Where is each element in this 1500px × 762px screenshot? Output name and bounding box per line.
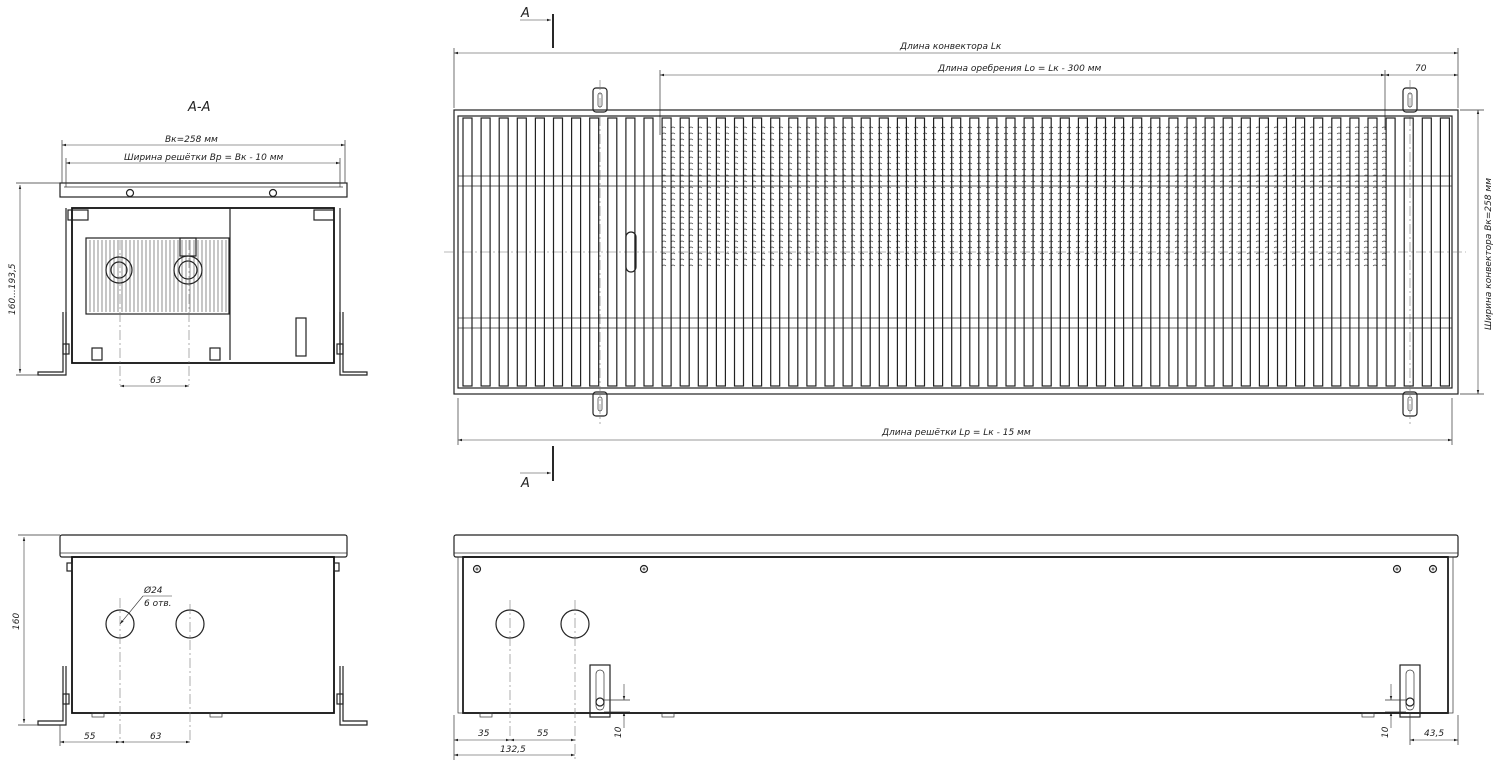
section-title: А-А (187, 100, 210, 115)
dim-height-range-text: 160...193,5 (8, 263, 18, 315)
dim-grille-width-text: Ширина решётки Вр = Вк - 10 мм (124, 153, 284, 163)
dim-fin-length-text: Длина оребрения Lо = Lк - 300 мм (937, 64, 1101, 74)
hole-count-text: 6 отв. (144, 599, 172, 609)
grille-screw-left (125, 188, 135, 198)
dim-bk-text: Вк=258 мм (165, 135, 218, 145)
exchanger-fins (89, 240, 227, 312)
front-bracket-left (589, 664, 611, 718)
dim-pipe-spacing-text: 63 (150, 376, 162, 386)
plan-view: А А Длина конвектора Lк Длина оребрения … (444, 6, 1494, 491)
front-top-screws (472, 564, 1438, 574)
section-view-aa: А-А Вк=258 мм Шири (8, 100, 368, 388)
grille-handle (625, 231, 637, 273)
front-body (462, 556, 1449, 714)
grille-bars (462, 117, 1451, 387)
dim-side-55-text: 55 (84, 732, 96, 742)
section-tray (71, 207, 335, 364)
front-view: 35 55 132,5 10 10 43,5 (453, 534, 1459, 760)
dim-side-63-text: 63 (150, 732, 162, 742)
grille-screw-right (268, 188, 278, 198)
dim-convector-length-text: Длина конвектора Lк (899, 42, 1002, 52)
heat-exchanger (85, 237, 230, 315)
hole-diameter-text: Ø24 (143, 585, 163, 596)
section-marker-bottom: А (520, 476, 530, 491)
dim-grille-length-text: Длина решётки Lр = Lк - 15 мм (881, 428, 1031, 438)
side-view: Ø24 6 отв. 160 55 63 (12, 534, 368, 746)
dim-convector-width-text: Ширина конвектора Вк=258 мм (1484, 178, 1494, 330)
dim-front-132-text: 132,5 (500, 745, 526, 755)
dim-front-35-text: 35 (478, 729, 490, 739)
dim-front-10-right-text: 10 (1381, 726, 1391, 738)
side-body (71, 556, 335, 714)
pipe-left (105, 256, 133, 284)
section-marker-top: А (520, 6, 530, 21)
section-grille (59, 182, 348, 198)
dim-front-10-left-text: 10 (614, 726, 624, 738)
dim-end-offset-text: 70 (1415, 64, 1427, 74)
front-bracket-right (1399, 664, 1421, 718)
dim-side-height-text: 160 (12, 613, 22, 630)
dim-front-55-text: 55 (537, 729, 549, 739)
mounting-tabs (592, 80, 1418, 424)
dim-front-43-text: 43,5 (1424, 729, 1444, 739)
